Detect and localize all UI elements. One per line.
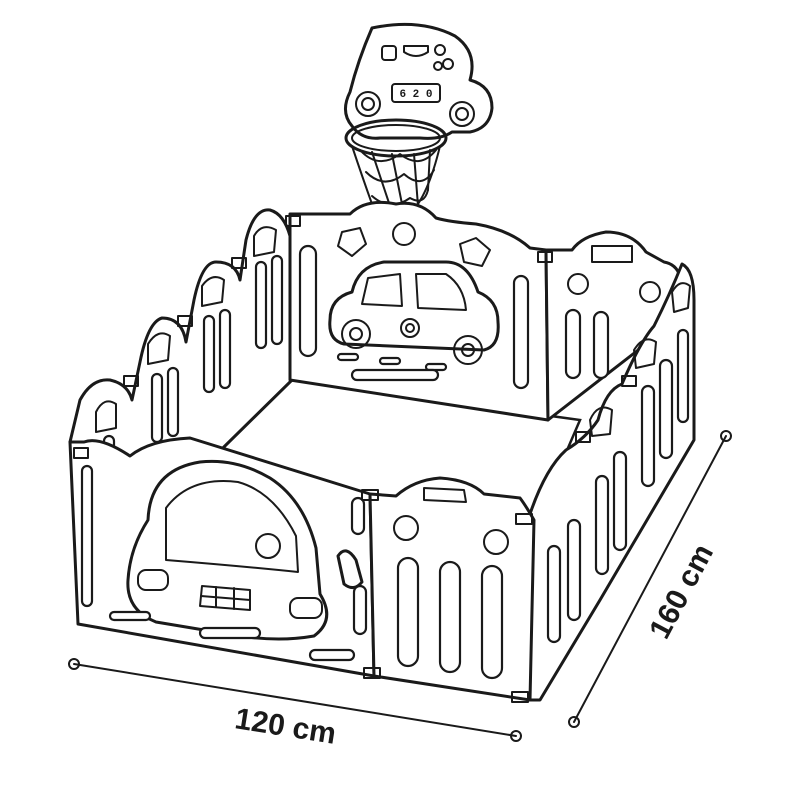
scoreboard-digits: 6 2 0 xyxy=(399,89,432,101)
scoreboard-display xyxy=(391,83,441,103)
front-door-panel xyxy=(68,436,376,678)
panel-clips xyxy=(73,215,637,703)
back-wall xyxy=(288,200,550,422)
right-side-wall xyxy=(526,262,696,702)
basketball-backboard: 6 2 0 xyxy=(344,22,494,140)
depth-start-dot xyxy=(568,716,580,728)
depth-end-dot xyxy=(720,430,732,442)
width-end-dot xyxy=(510,730,522,742)
front-right-panel xyxy=(368,476,536,702)
left-side-wall xyxy=(68,208,294,502)
width-label: 120 cm xyxy=(233,702,339,751)
width-start-dot xyxy=(68,658,80,670)
right-back-panel xyxy=(544,230,684,422)
depth-label: 160 cm xyxy=(643,539,720,644)
car-panel-graphic xyxy=(328,260,500,365)
